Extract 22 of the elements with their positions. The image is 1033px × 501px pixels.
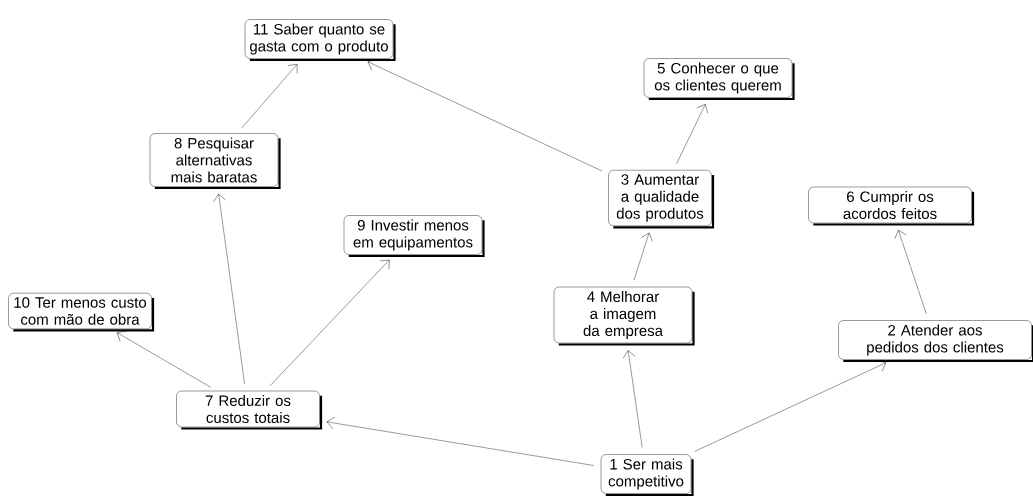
- concept-box: 4 Melhorar a imagem da empresa: [553, 286, 695, 346]
- concept-box: 8 Pesquisar alternativas mais baratas: [149, 133, 281, 190]
- arrow: [894, 229, 927, 314]
- arrow: [676, 104, 708, 164]
- concept-box: 3 Aumentar a qualidade dos produtos: [608, 170, 715, 229]
- arrow: [213, 193, 245, 385]
- arrow: [623, 350, 643, 448]
- concept-box: 9 Investir menos em equipamentos: [343, 215, 485, 258]
- arrow: [326, 416, 595, 466]
- concept-box: 5 Conhecer o que os clientes querem: [643, 58, 795, 101]
- concept-box: 2 Atender aos pedidos dos clientes: [838, 320, 1033, 363]
- arrow: [694, 360, 887, 452]
- concept-box: 1 Ser mais competitivo: [600, 454, 694, 497]
- arrow: [633, 232, 653, 281]
- concept-box: 10 Ter menos custo com mão de obra: [8, 293, 155, 332]
- arrow: [241, 64, 298, 129]
- concept-box: 11 Saber quanto se gasta com o produto: [244, 19, 396, 62]
- arrow: [367, 59, 603, 172]
- arrow: [269, 259, 390, 386]
- concept-box: 7 Reduzir os custos totais: [176, 390, 323, 430]
- arrow: [116, 330, 211, 388]
- concept-box: 6 Cumprir os acordos feitos: [808, 186, 975, 226]
